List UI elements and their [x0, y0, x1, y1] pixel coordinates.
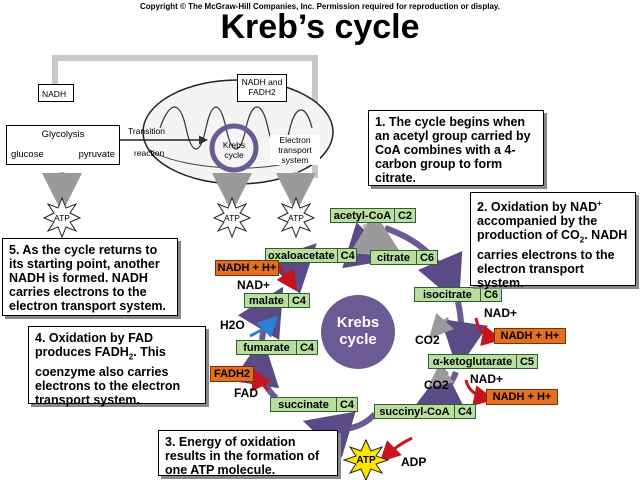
acetyl-entry-arrow: [349, 211, 404, 258]
co2-arrow-2: [427, 363, 455, 388]
small-krebs-circle: [209, 123, 259, 173]
intermediate-succinyl-coa: succinyl-CoA C4: [374, 404, 476, 419]
krebs-center-circle: [321, 295, 395, 369]
nadh-arrow-isocitrate: [474, 317, 503, 346]
nadh-overview-label: NADH: [42, 89, 67, 99]
note-2-part-b: accompanied by the production of CO: [477, 214, 598, 243]
nadh-h-box-oxaloacetate: NADH + H+: [215, 260, 279, 276]
nadh-fadh2-label: NADH and FADH2: [241, 77, 283, 97]
copyright-text: Copyright © The McGraw-Hill Companies, I…: [139, 2, 501, 11]
note-box-1: 1. The cycle begins when an acetyl group…: [368, 110, 544, 186]
note-1-text: 1. The cycle begins when an acetyl group…: [375, 115, 531, 185]
atp-label-1: ATP: [54, 213, 70, 223]
note-2-part-a: 2. Oxidation by NAD: [477, 200, 598, 215]
nadh-h-box-isocitrate: NADH + H+: [494, 328, 566, 344]
nad-label-oxaloacetate: NAD+: [237, 278, 271, 292]
adp-to-atp-arrow: [379, 436, 413, 463]
nadh-fadh2-box: NADH and FADH2: [237, 74, 287, 102]
atp-label-2: ATP: [224, 213, 240, 223]
intermediate-citrate: citrate C6: [370, 250, 438, 265]
co2-label-2: CO2: [424, 378, 449, 392]
intermediate-oxaloacetate: oxaloacetate C4: [265, 248, 357, 263]
nadh-h-box-ketoglutarate: NADH + H+: [486, 389, 558, 405]
note-4-part-b: . This coenzyme also carries electrons t…: [35, 345, 181, 407]
atp-burst-2: [212, 196, 252, 239]
note-box-3: 3. Energy of oxidation results in the fo…: [158, 430, 338, 477]
transition-label: Transition: [128, 126, 166, 136]
fadh2-arrow: [251, 367, 271, 392]
fadh2-box: FADH2: [210, 366, 254, 382]
nadh-overview-box: NADH: [38, 84, 74, 102]
page-title: Kreb’s cycle: [220, 8, 420, 46]
krebs-cycle-small-label: Krebs cycle: [222, 140, 246, 160]
atp-burst-bottom: [342, 438, 390, 480]
pyruvate-label: pyruvate: [78, 149, 115, 160]
nadh-arrow-ketoglutarate: [464, 379, 495, 406]
adp-label: ADP: [401, 455, 427, 469]
fad-label: FAD: [234, 386, 258, 400]
intermediate-alpha-ketoglutarate: α-ketoglutarate C5: [428, 354, 538, 369]
note-5-text: 5. As the cycle returns to its starting …: [9, 243, 166, 313]
intermediate-fumarate: fumarate C4: [236, 340, 318, 355]
note-2-part-c: . NADH carries electrons to the electron…: [477, 228, 628, 290]
intermediate-acetyl-coa: acetyl-CoA C2: [330, 208, 416, 223]
atp-burst-3: [276, 196, 316, 239]
note-box-5: 5. As the cycle returns to its starting …: [2, 238, 178, 316]
water-label: H2O: [220, 318, 245, 332]
atp-label-3: ATP: [288, 213, 304, 223]
glucose-label: glucose: [11, 149, 44, 160]
atp-burst-1: [42, 196, 82, 239]
water-arrow: [249, 315, 279, 338]
krebs-center-label: Krebs cycle: [336, 314, 380, 348]
note-box-2: 2. Oxidation by NAD+ accompanied by the …: [470, 192, 636, 290]
reaction-label: reaction: [134, 148, 165, 158]
glycolysis-label: Glycolysis: [41, 129, 85, 140]
intermediate-isocitrate: isocitrate C6: [414, 287, 502, 302]
co2-arrow-1: [428, 312, 455, 339]
co2-label-1: CO2: [415, 333, 440, 347]
electron-transport-label: Electron transport system: [270, 135, 320, 165]
atp-bottom-label: ATP: [356, 455, 376, 466]
note-box-4: 4. Oxidation by FAD produces FADH2. This…: [28, 326, 206, 407]
intermediate-malate: malate C4: [244, 293, 310, 308]
intermediate-succinate: succinate C4: [270, 397, 358, 412]
nad-label-isocitrate: NAD+: [484, 306, 518, 320]
glycolysis-box: Glycolysis glucose pyruvate: [6, 125, 120, 165]
note-3-text: 3. Energy of oxidation results in the fo…: [165, 435, 320, 477]
note-4-part-a: 4. Oxidation by FAD produces FADH: [35, 331, 154, 359]
nad-label-ketoglutarate: NAD+: [470, 372, 504, 386]
